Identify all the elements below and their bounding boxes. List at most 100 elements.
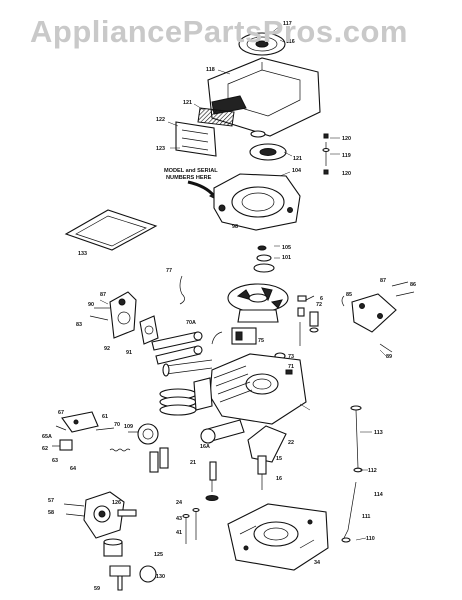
label-105: 105 (282, 245, 291, 251)
label-6: 6 (320, 296, 323, 302)
bolts-lower (182, 495, 219, 544)
label-85: 85 (346, 292, 352, 298)
label-61: 61 (102, 414, 108, 420)
label-87a: 87 (100, 292, 106, 298)
flywheel (227, 283, 289, 323)
label-121a: 121 (183, 100, 192, 106)
label-34: 34 (314, 560, 320, 566)
label-91: 91 (126, 350, 132, 356)
carburetor-bracket (89, 291, 137, 339)
connecting-rod (200, 419, 245, 444)
air-filter-element (197, 107, 235, 127)
muffler (128, 423, 159, 445)
label-120a: 120 (342, 136, 351, 142)
label-16: 16 (276, 476, 282, 482)
gasket-left (139, 315, 159, 345)
label-125: 125 (154, 552, 163, 558)
label-41: 41 (176, 530, 182, 536)
label-83: 83 (76, 322, 82, 328)
watermark: AppliancePartsPros.com (30, 14, 408, 49)
label-123: 123 (156, 146, 165, 152)
brake-lever-assembly (52, 411, 115, 451)
label-122: 122 (156, 117, 165, 123)
label-57: 57 (48, 498, 54, 504)
label-111: 111 (362, 514, 370, 520)
label-130: 130 (156, 574, 165, 580)
blower-housing (213, 173, 301, 231)
label-116: 116 (286, 39, 295, 45)
label-64: 64 (70, 466, 76, 472)
label-101: 101 (282, 255, 291, 261)
label-70: 70 (114, 422, 120, 428)
label-22: 22 (288, 440, 294, 446)
cylinder-block (209, 353, 307, 425)
ignition-coil (211, 327, 257, 345)
label-43: 43 (176, 516, 182, 522)
label-16a: 16A (200, 444, 210, 450)
part-labels: 117 116 118 121 122 123 120 119 120 121 … (42, 21, 416, 592)
label-87b: 87 (380, 278, 386, 284)
carburetor (63, 491, 137, 539)
spring (109, 448, 131, 452)
piston-rings (159, 388, 197, 416)
dipstick-tube (341, 405, 363, 543)
label-90: 90 (88, 302, 94, 308)
label-59: 59 (94, 586, 100, 592)
label-114: 114 (374, 492, 383, 498)
label-77: 77 (166, 268, 172, 274)
label-24: 24 (176, 500, 182, 506)
air-filter-cover (175, 121, 217, 157)
fuel-cap-assembly (238, 32, 286, 56)
label-15: 15 (276, 456, 282, 462)
label-67: 67 (58, 410, 64, 416)
label-117: 117 (283, 21, 292, 27)
label-70a: 70A (186, 320, 196, 326)
small-plate (250, 130, 266, 138)
label-98: 98 (232, 224, 238, 230)
label-75: 75 (258, 338, 264, 344)
label-104: 104 (292, 168, 301, 174)
label-121b: 121 (293, 156, 302, 162)
flywheel-nut-stack (253, 245, 275, 273)
model-serial-note: MODEL and SERIAL NUMBERS HERE (164, 168, 221, 202)
note-line-2: NUMBERS HERE (166, 175, 212, 181)
piston (193, 377, 213, 411)
label-63: 63 (52, 458, 58, 464)
fuel-line (179, 275, 185, 305)
label-65a: 65A (42, 434, 52, 440)
base-plate (64, 209, 158, 251)
note-line-1: MODEL and SERIAL (164, 168, 218, 174)
crankshaft (247, 425, 287, 490)
starter-pulley (249, 143, 287, 161)
label-119: 119 (342, 153, 351, 159)
label-110: 110 (366, 536, 375, 542)
label-133: 133 (78, 251, 87, 257)
float-bowl (103, 538, 123, 557)
label-126: 126 (112, 500, 121, 506)
label-73: 73 (288, 354, 294, 360)
label-109: 109 (124, 424, 133, 430)
crankcase-sump (227, 503, 329, 571)
label-72: 72 (316, 302, 322, 308)
side-screws-right (322, 133, 330, 175)
label-113: 113 (374, 430, 383, 436)
label-86: 86 (410, 282, 416, 288)
valves (162, 359, 213, 377)
intake-tubes (151, 331, 203, 365)
label-112: 112 (368, 468, 377, 474)
label-92: 92 (104, 346, 110, 352)
right-hardware (297, 295, 319, 346)
leader-lines (99, 25, 387, 541)
label-58: 58 (48, 510, 54, 516)
label-118: 118 (206, 67, 215, 73)
fuel-fitting (109, 565, 157, 591)
label-89: 89 (386, 354, 392, 360)
label-62: 62 (42, 446, 48, 452)
governor-bracket (341, 281, 415, 353)
label-71: 71 (288, 364, 294, 370)
cam-parts (149, 447, 217, 492)
label-21: 21 (190, 460, 196, 466)
label-120b: 120 (342, 171, 351, 177)
